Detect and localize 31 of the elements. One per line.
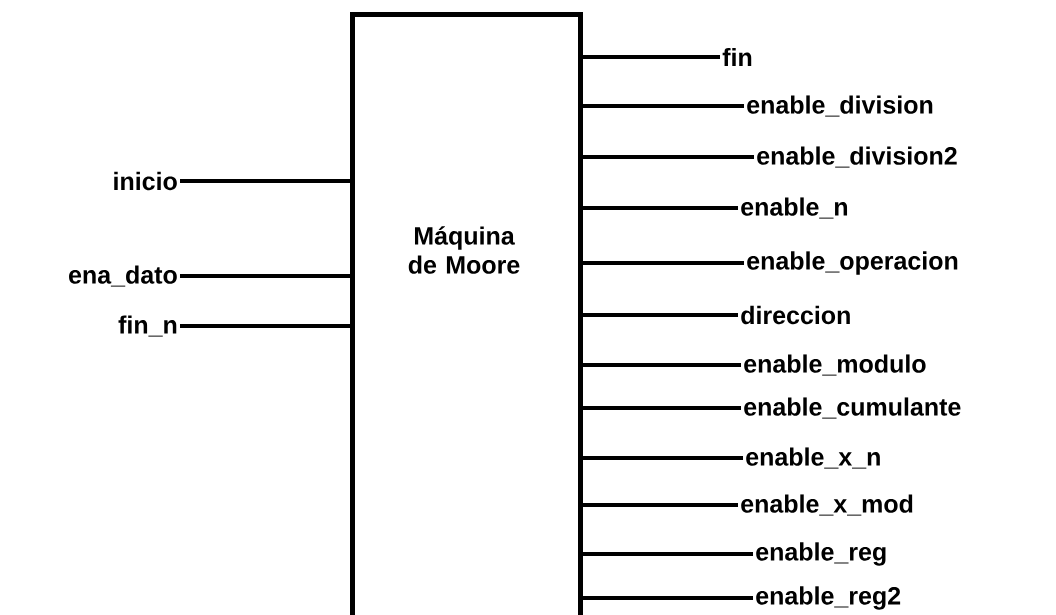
signal-line [583, 155, 754, 159]
signal-line [583, 206, 738, 210]
signal-line [583, 104, 744, 108]
signal-label: enable_division2 [757, 146, 957, 168]
signal-line [180, 179, 350, 183]
signal-label: enable_division [747, 95, 933, 117]
signal-line [583, 503, 738, 507]
signal-label: ena_dato [69, 265, 177, 287]
signal-line [180, 274, 350, 278]
signal-label: enable_reg [756, 542, 886, 566]
signal-label: enable_operacion [747, 251, 958, 275]
signal-line [583, 261, 744, 265]
signal-label: enable_modulo [744, 354, 926, 376]
signal-line [180, 324, 350, 328]
signal-line [583, 552, 753, 556]
signal-line [583, 313, 738, 317]
signal-label: enable_reg2 [756, 586, 901, 610]
signal-line [583, 363, 741, 367]
signal-line [583, 596, 753, 600]
signal-label: enable_n [741, 197, 848, 219]
signal-label: fin_n [118, 315, 177, 337]
signal-label: enable_x_n [746, 447, 880, 469]
signal-label: enable_cumulante [744, 397, 961, 419]
signal-line [583, 406, 741, 410]
signal-label: fin [722, 47, 752, 67]
signal-line [583, 55, 720, 59]
state-machine-block: Máquina de Moore [350, 12, 583, 615]
signal-label: enable_x_mod [741, 494, 913, 516]
signal-line [583, 456, 743, 460]
signal-label: direccion [741, 305, 850, 325]
signal-label: inicio [114, 171, 177, 191]
